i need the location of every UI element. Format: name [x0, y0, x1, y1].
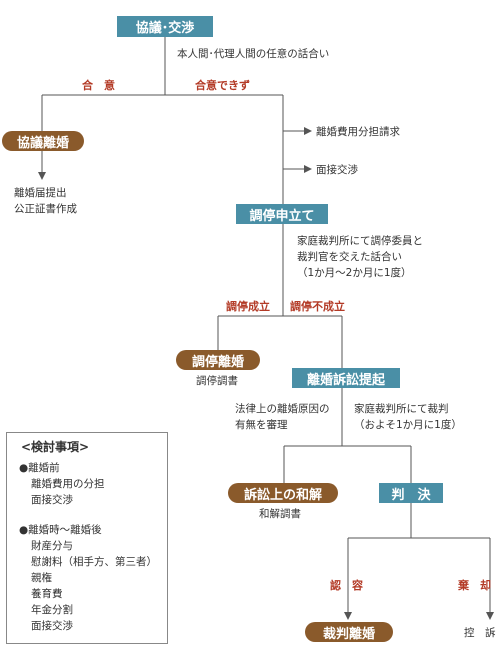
kyogi-after-line-1: 離婚届提出 [14, 187, 67, 199]
legend-after-item: 養育費 [31, 588, 63, 600]
chotei-desc-line-1: 家庭裁判所にて調停委員と [297, 235, 423, 247]
legend-before-item: 面接交渉 [31, 494, 73, 506]
cost-request-text: 離婚費用分担請求 [316, 126, 400, 138]
koso-text: 控 訴 [464, 627, 496, 639]
node-sosho-teiki: 離婚訴訟提起 [292, 368, 400, 388]
node-kyogi-rikon: 協議離婚 [2, 131, 84, 151]
legal-line-2: 有無を審理 [235, 419, 288, 431]
kyogi-after-line-2: 公正証書作成 [14, 203, 77, 215]
legend-after-item: 慰謝料（相手方、第三者） [31, 556, 157, 568]
label-chotei-fuseiritsu: 調停不成立 [290, 300, 345, 313]
legend-after-head: ●離婚時～離婚後 [19, 524, 102, 536]
node-saiban-rikon: 裁判離婚 [305, 622, 393, 642]
court-line-2: （およそ1か月に1度） [354, 419, 462, 431]
chotei-desc-line-3: （1か月～2か月に1度） [297, 267, 412, 279]
legend-after-item: 年金分割 [31, 604, 73, 616]
visitation-text: 面接交渉 [316, 164, 358, 176]
kyogi-after-text: 離婚届提出 公正証書作成 [14, 185, 77, 217]
legend-before-head: ●離婚前 [19, 462, 60, 474]
label-goui-dekizu: 合意できず [195, 79, 250, 92]
legal-review-text: 法律上の離婚原因の 有無を審理 [235, 401, 330, 433]
label-ninyou: 認 容 [330, 579, 363, 592]
node-hanketsu: 判 決 [379, 483, 443, 503]
negotiation-description: 本人間･代理人間の任意の話合い [177, 48, 330, 60]
node-chotei: 調停申立て [236, 204, 328, 224]
court-line-1: 家庭裁判所にて裁判 [354, 403, 449, 415]
chotei-doc-text: 調停調書 [196, 375, 238, 387]
legend-after-item: 財産分与 [31, 540, 73, 552]
consideration-legend: <検討事項> ●離婚前 離婚費用の分担 面接交渉 ●離婚時～離婚後 財産分与 慰… [6, 432, 168, 644]
legend-after-item: 面接交渉 [31, 620, 73, 632]
chotei-desc-line-2: 裁判官を交えた話合い [297, 251, 402, 263]
node-negotiation: 協議･交渉 [117, 16, 213, 37]
court-frequency-text: 家庭裁判所にて裁判 （およそ1か月に1度） [354, 401, 462, 433]
label-chotei-seiritsu: 調停成立 [226, 300, 270, 313]
legend-title: <検討事項> [21, 440, 90, 454]
node-wakai: 訴訟上の和解 [228, 483, 338, 503]
chotei-description: 家庭裁判所にて調停委員と 裁判官を交えた話合い （1か月～2か月に1度） [297, 233, 423, 281]
label-kikyaku: 棄 却 [458, 579, 491, 592]
legal-line-1: 法律上の離婚原因の [235, 403, 330, 415]
label-goui: 合 意 [82, 79, 115, 92]
legend-after-item: 親権 [31, 572, 52, 584]
legend-before-item: 離婚費用の分担 [31, 478, 105, 490]
node-chotei-rikon: 調停離婚 [176, 350, 260, 370]
wakai-doc-text: 和解調書 [259, 508, 301, 520]
